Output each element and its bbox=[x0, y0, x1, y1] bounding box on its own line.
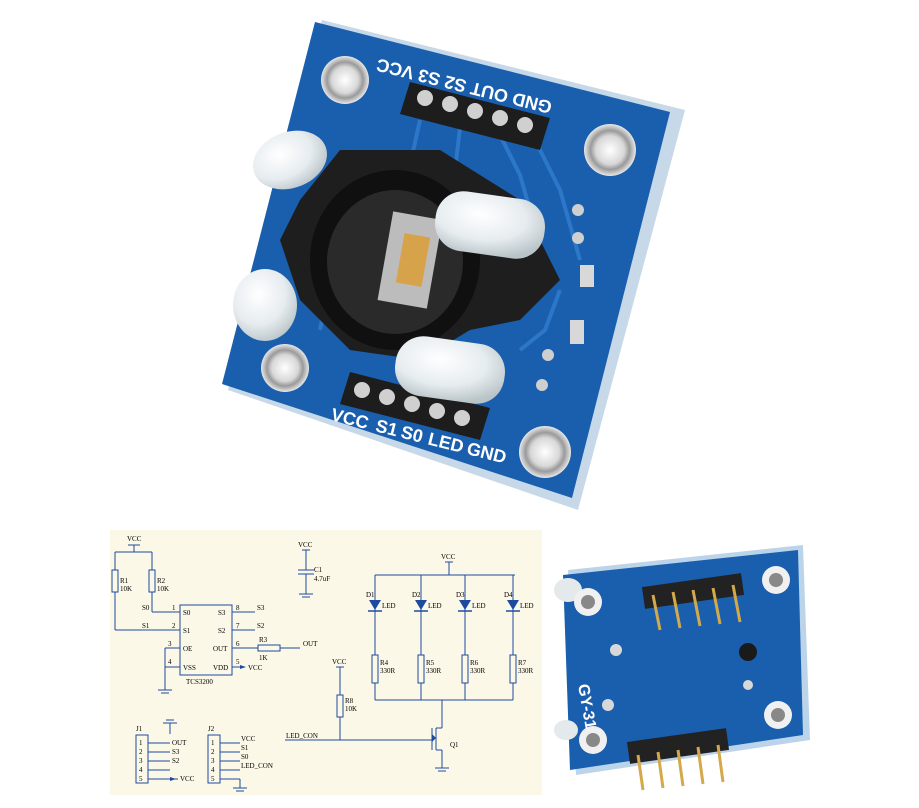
svg-text:LED: LED bbox=[382, 602, 396, 610]
svg-text:1: 1 bbox=[211, 739, 215, 747]
mounting-hole bbox=[519, 426, 571, 478]
svg-text:10K: 10K bbox=[345, 705, 357, 713]
svg-text:S2: S2 bbox=[218, 627, 226, 635]
white-led bbox=[434, 191, 546, 259]
svg-text:1: 1 bbox=[139, 739, 143, 747]
smd-resistor bbox=[580, 265, 594, 287]
svg-text:R2: R2 bbox=[157, 577, 166, 585]
svg-text:LED: LED bbox=[472, 602, 486, 610]
svg-text:J2: J2 bbox=[208, 725, 215, 733]
header-top-labels: GND OUT S2 S3 VCC bbox=[374, 55, 554, 118]
svg-text:S2: S2 bbox=[257, 622, 265, 630]
svg-text:VCC: VCC bbox=[127, 535, 142, 543]
svg-text:S0: S0 bbox=[142, 604, 150, 612]
svg-text:R3: R3 bbox=[259, 636, 268, 644]
white-led bbox=[394, 336, 506, 404]
svg-text:5: 5 bbox=[236, 658, 240, 666]
smd-resistor bbox=[570, 320, 584, 344]
mounting-hole bbox=[321, 56, 369, 104]
svg-text:2: 2 bbox=[211, 748, 215, 756]
svg-text:D4: D4 bbox=[504, 591, 513, 599]
svg-text:S3: S3 bbox=[257, 604, 265, 612]
header-top-pins bbox=[417, 90, 533, 133]
svg-text:330R: 330R bbox=[426, 667, 442, 675]
mounting-hole bbox=[584, 124, 636, 176]
svg-text:6: 6 bbox=[236, 640, 240, 648]
svg-text:OUT: OUT bbox=[213, 645, 228, 653]
svg-text:OUT: OUT bbox=[303, 640, 318, 648]
svg-text:4: 4 bbox=[168, 658, 172, 666]
svg-text:4: 4 bbox=[211, 766, 215, 774]
svg-text:C1: C1 bbox=[314, 566, 323, 574]
mounting-hole bbox=[261, 344, 309, 392]
module-back-photo: GY-31 bbox=[554, 545, 810, 791]
svg-text:5: 5 bbox=[139, 775, 143, 783]
svg-text:VCC: VCC bbox=[241, 735, 256, 743]
svg-text:2: 2 bbox=[139, 748, 143, 756]
svg-text:S3: S3 bbox=[172, 748, 180, 756]
svg-text:R8: R8 bbox=[345, 697, 354, 705]
svg-text:D2: D2 bbox=[412, 591, 421, 599]
svg-text:D1: D1 bbox=[366, 591, 375, 599]
svg-text:1K: 1K bbox=[259, 654, 268, 662]
white-led bbox=[253, 130, 327, 190]
svg-text:7: 7 bbox=[236, 622, 240, 630]
svg-text:4: 4 bbox=[139, 766, 143, 774]
svg-text:S3: S3 bbox=[218, 609, 226, 617]
svg-text:R4: R4 bbox=[380, 659, 389, 667]
svg-text:S1: S1 bbox=[241, 744, 249, 752]
svg-text:VCC: VCC bbox=[441, 553, 456, 561]
svg-text:4.7uF: 4.7uF bbox=[314, 575, 330, 583]
pcb-board-back bbox=[563, 550, 803, 770]
svg-text:10K: 10K bbox=[120, 585, 132, 593]
svg-text:1: 1 bbox=[172, 604, 176, 612]
svg-text:5: 5 bbox=[211, 775, 215, 783]
svg-text:VDD: VDD bbox=[213, 664, 228, 672]
svg-text:R1: R1 bbox=[120, 577, 129, 585]
svg-text:LED: LED bbox=[520, 602, 534, 610]
svg-text:R5: R5 bbox=[426, 659, 435, 667]
module-front-photo: GND OUT S2 S3 VCC VCC S1 S0 LED GND bbox=[222, 20, 685, 510]
svg-text:2: 2 bbox=[172, 622, 176, 630]
svg-text:R7: R7 bbox=[518, 659, 527, 667]
svg-text:VCC: VCC bbox=[248, 664, 263, 672]
svg-text:3: 3 bbox=[139, 757, 143, 765]
led-edge bbox=[554, 578, 582, 602]
svg-text:OUT: OUT bbox=[172, 739, 187, 747]
svg-text:S1: S1 bbox=[142, 622, 150, 630]
svg-text:TCS3200: TCS3200 bbox=[186, 678, 213, 686]
svg-text:VCC: VCC bbox=[180, 775, 195, 783]
svg-text:S1: S1 bbox=[183, 627, 191, 635]
svg-text:R6: R6 bbox=[470, 659, 479, 667]
svg-text:OE: OE bbox=[183, 645, 192, 653]
svg-text:330R: 330R bbox=[380, 667, 396, 675]
svg-text:330R: 330R bbox=[470, 667, 486, 675]
svg-text:LED_CON: LED_CON bbox=[241, 762, 273, 770]
svg-text:8: 8 bbox=[236, 604, 240, 612]
svg-text:LED: LED bbox=[428, 602, 442, 610]
header-bottom-pins bbox=[354, 382, 470, 426]
svg-text:Q1: Q1 bbox=[450, 741, 459, 749]
svg-text:VCC: VCC bbox=[298, 541, 313, 549]
svg-text:VSS: VSS bbox=[183, 664, 196, 672]
svg-text:D3: D3 bbox=[456, 591, 465, 599]
svg-text:VCC: VCC bbox=[332, 658, 347, 666]
svg-text:10K: 10K bbox=[157, 585, 169, 593]
svg-text:3: 3 bbox=[211, 757, 215, 765]
svg-text:S0: S0 bbox=[183, 609, 191, 617]
svg-text:3: 3 bbox=[168, 640, 172, 648]
svg-text:J1: J1 bbox=[136, 725, 143, 733]
white-led bbox=[233, 269, 297, 341]
schematic-diagram: VCC R1 10K R2 10K S0 S1 S0 S1 OE VSS S3 … bbox=[110, 530, 542, 795]
svg-text:S0: S0 bbox=[241, 753, 249, 761]
svg-text:S2: S2 bbox=[172, 757, 180, 765]
svg-text:LED_CON: LED_CON bbox=[286, 732, 318, 740]
led-diode-symbols bbox=[369, 600, 519, 610]
svg-text:330R: 330R bbox=[518, 667, 534, 675]
header-pins-back-bottom bbox=[626, 728, 730, 764]
